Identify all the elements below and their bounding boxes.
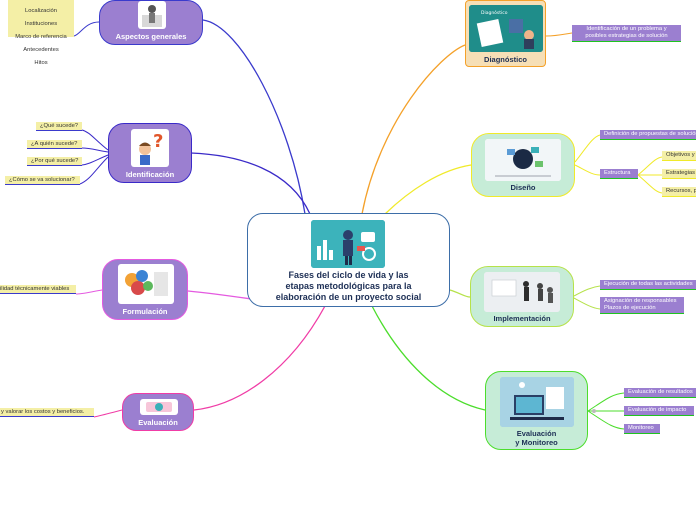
node-title: Evaluación: [138, 418, 178, 427]
diseno-illustration: [485, 139, 561, 181]
leaf-aspectos-list[interactable]: Localización Instituciones Marco de refe…: [8, 0, 74, 66]
node-title: Evaluación y Monitoreo: [515, 429, 558, 447]
leaf-como-solucionar[interactable]: ¿Cómo se va solucionar?: [5, 176, 80, 185]
leaf-identificacion-problema[interactable]: Identificación de un problema y posibles…: [572, 25, 681, 42]
leaf-recursos[interactable]: Recursos, p: [662, 187, 696, 197]
leaf-estructura[interactable]: Estructura: [600, 169, 638, 179]
connector-formulacion: [75, 289, 103, 295]
node-diseno[interactable]: Diseño: [471, 133, 575, 197]
evaluacion-illustration: [140, 399, 178, 415]
identificacion-illustration: ?: [131, 129, 169, 167]
node-diagnostico[interactable]: Diagnóstico Diagnóstico: [465, 0, 546, 67]
connector-recursos: [637, 174, 663, 194]
connector-definicion: [574, 134, 601, 163]
node-title: Diseño: [510, 183, 536, 192]
formulacion-illustration: [118, 264, 174, 304]
central-illustration: [311, 220, 385, 268]
node-title: Formulación: [122, 307, 168, 316]
leaf-por-que-sucede[interactable]: ¿Por qué sucede?: [27, 157, 82, 166]
aspectos-illustration: [138, 1, 166, 29]
branch-identificacion: [190, 152, 311, 215]
connector-evaluacion: [93, 409, 123, 418]
leaf-definicion-propuestas[interactable]: Definición de propuestas de solución: [600, 130, 696, 140]
connector-estructura: [574, 164, 601, 176]
central-topic[interactable]: Fases del ciclo de vida y las etapas met…: [247, 213, 450, 307]
node-evaluacion-monitoreo[interactable]: Evaluación y Monitoreo: [485, 371, 588, 450]
leaf-valorar-costos[interactable]: y valorar los costos y beneficios.: [0, 408, 94, 417]
branch-aspectos: [202, 19, 306, 215]
central-title: Fases del ciclo de vida y las etapas met…: [275, 270, 422, 302]
connector-objetivos: [637, 156, 663, 176]
branch-evaluacion-left: [193, 305, 326, 411]
evaluacion-monitoreo-illustration: [500, 377, 574, 427]
connector-que: [81, 129, 109, 151]
node-identificacion[interactable]: ? Identificación: [108, 123, 192, 183]
diagnostico-banner-text: Diagnóstico: [481, 9, 508, 16]
node-formulacion[interactable]: Formulación: [102, 259, 188, 320]
leaf-marco-referencia: Marco de referencia: [15, 33, 67, 40]
connector-como: [79, 156, 109, 185]
connector-asignacion: [573, 297, 601, 310]
branch-evaluacion-monitoreo: [371, 305, 486, 411]
leaf-asignacion-responsables[interactable]: Asignación de responsables Plazos de eje…: [600, 297, 684, 314]
node-title: Aspectos generales: [115, 32, 187, 41]
leaf-que-sucede[interactable]: ¿Qué sucede?: [36, 122, 82, 131]
svg-text:?: ?: [153, 131, 163, 152]
diagnostico-illustration: Diagnóstico: [469, 5, 543, 52]
leaf-estrategias[interactable]: Estrategias: [662, 169, 696, 179]
node-title: Diagnóstico: [484, 55, 527, 64]
leaf-monitoreo[interactable]: Monitoreo: [624, 424, 660, 434]
leaf-localizacion: Localización: [25, 7, 57, 14]
connector-ejecucion: [573, 285, 601, 297]
branch-implementacion: [449, 289, 471, 298]
connector-aspectos: [73, 21, 100, 37]
leaf-antecedentes: Antecedentes: [23, 47, 59, 54]
leaf-objetivos[interactable]: Objetivos y: [662, 151, 696, 161]
connector-diagnostico: [545, 32, 573, 37]
branch-diagnostico: [361, 44, 466, 215]
leaf-ejecucion-actividades[interactable]: Ejecución de todas las actividades: [600, 280, 696, 290]
leaf-evaluacion-impacto[interactable]: Evaluación de impacto: [624, 406, 694, 416]
leaf-a-quien-sucede[interactable]: ¿A quién sucede?: [27, 140, 82, 149]
node-aspectos-generales[interactable]: Aspectos generales: [99, 0, 203, 45]
connector-quien: [81, 147, 109, 153]
connector-monitoreo: [587, 410, 625, 430]
connector-resultados: [587, 392, 625, 412]
leaf-evaluacion-resultados[interactable]: Evaluación de resultados: [624, 388, 696, 398]
leaf-hitos: Hitos: [34, 60, 48, 67]
node-implementacion[interactable]: Implementación: [470, 266, 574, 327]
node-evaluacion-left[interactable]: Evaluación: [122, 393, 194, 431]
node-title: Identificación: [125, 170, 175, 179]
connector-porque: [81, 154, 109, 166]
leaf-formulacion-viables[interactable]: ilidad técnicamente viables: [0, 285, 76, 294]
leaf-instituciones: Instituciones: [24, 20, 58, 27]
collapse-dot[interactable]: [592, 409, 596, 413]
implementacion-illustration: [484, 272, 560, 312]
node-title: Implementación: [493, 314, 551, 323]
branch-diseno: [384, 164, 472, 215]
